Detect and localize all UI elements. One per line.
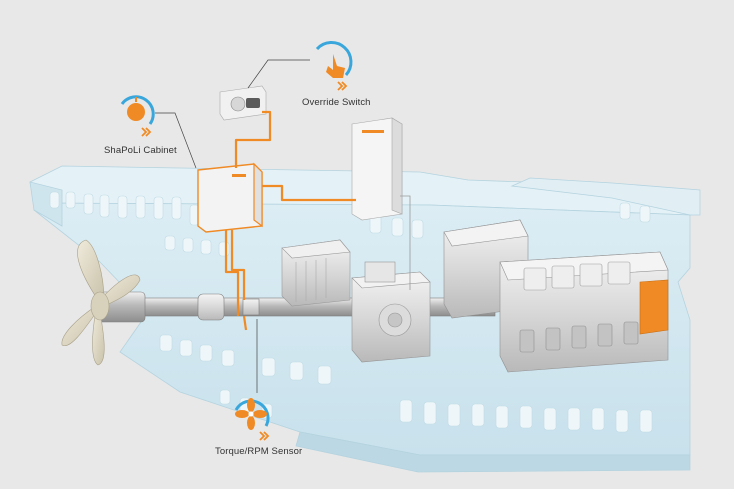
control-cabinet-icon bbox=[351, 117, 403, 221]
gearbox-icon bbox=[351, 261, 431, 363]
cabinet-dot-icon bbox=[127, 103, 145, 121]
override-switch-device bbox=[219, 85, 267, 121]
override-switch-icon-badge bbox=[315, 41, 353, 91]
torque-sensor-icon-badge bbox=[234, 398, 270, 441]
leader-lines bbox=[155, 59, 310, 393]
propeller-icon bbox=[61, 239, 141, 366]
pointer-hand-icon bbox=[326, 54, 345, 78]
engine-icon bbox=[443, 219, 669, 373]
signal-wire bbox=[400, 195, 411, 290]
shapoli-cabinet-icon-badge bbox=[120, 95, 155, 137]
fan-sensor-icon bbox=[235, 398, 267, 430]
override-switch-label: Override Switch bbox=[302, 97, 371, 108]
shapoli-cabinet-box bbox=[197, 162, 263, 233]
torque-rpm-sensor-label: Torque/RPM Sensor bbox=[215, 446, 303, 457]
orange-cabling bbox=[224, 110, 356, 331]
generator-icon bbox=[281, 239, 351, 307]
shapoli-cabinet-label: ShaPoLi Cabinet bbox=[104, 145, 177, 156]
